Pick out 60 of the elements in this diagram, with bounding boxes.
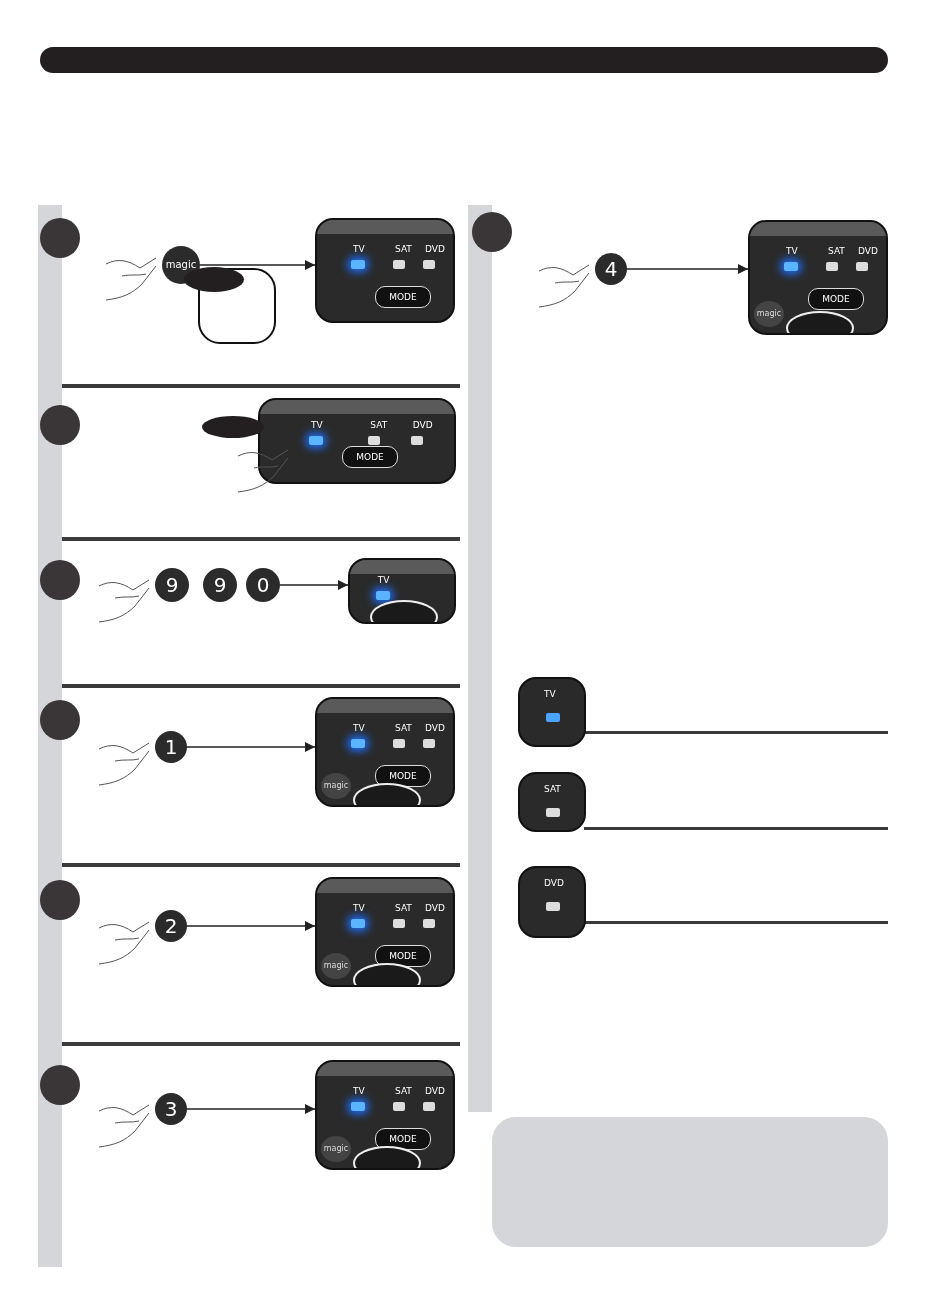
remote-button: 1 bbox=[155, 731, 187, 763]
mode-button: MODE bbox=[808, 288, 864, 310]
arrow bbox=[186, 1103, 316, 1115]
mode-label: SAT bbox=[395, 1086, 412, 1096]
mode-label: TV bbox=[544, 689, 556, 699]
mode-button: MODE bbox=[342, 446, 398, 468]
mode-button: MODE bbox=[375, 945, 431, 967]
mode-label: SAT bbox=[395, 244, 412, 254]
side-bar bbox=[468, 205, 492, 1112]
mode-label: TV bbox=[353, 244, 365, 254]
step-number-circle bbox=[40, 700, 80, 740]
remote-button: 3 bbox=[155, 1093, 187, 1125]
remote-button: 9 bbox=[203, 568, 237, 602]
remote-button: magic bbox=[321, 953, 351, 979]
remote-panel-picture bbox=[258, 398, 456, 484]
remote-panel-picture bbox=[315, 218, 455, 323]
remote-button: magic bbox=[754, 301, 784, 327]
remote-panel-picture bbox=[315, 697, 455, 807]
mode-label: DVD bbox=[425, 244, 445, 254]
mode-label: DVD bbox=[425, 903, 445, 913]
arrow bbox=[186, 920, 316, 932]
remote-button: magic bbox=[321, 1136, 351, 1162]
arrow bbox=[279, 579, 349, 591]
remote-button: magic bbox=[321, 773, 351, 799]
mode-label: DVD bbox=[412, 419, 433, 430]
step-number-circle bbox=[472, 212, 512, 252]
mode-label: TV bbox=[353, 1086, 365, 1096]
mode-label: SAT bbox=[828, 246, 845, 256]
mode-button: MODE bbox=[375, 1128, 431, 1150]
remote-panel-picture bbox=[315, 877, 455, 987]
remote-panel-picture bbox=[315, 1060, 455, 1170]
mode-label: DVD bbox=[425, 723, 445, 733]
mode-label: TV bbox=[353, 723, 365, 733]
remote-button: 4 bbox=[595, 253, 627, 285]
arrow bbox=[186, 741, 316, 753]
mode-label: DVD bbox=[544, 878, 564, 888]
mode-label: TV bbox=[377, 575, 390, 586]
mode-label: TV bbox=[353, 903, 365, 913]
mode-label: SAT bbox=[544, 784, 561, 794]
arrow bbox=[199, 259, 316, 271]
step-number-circle bbox=[40, 218, 80, 258]
step-number-circle bbox=[40, 405, 80, 445]
remote-panel-picture bbox=[748, 220, 888, 335]
mode-button: MODE bbox=[375, 765, 431, 787]
step-number-circle bbox=[40, 1065, 80, 1105]
remote-button: 2 bbox=[155, 910, 187, 942]
mode-label: SAT bbox=[370, 419, 388, 430]
arrow bbox=[626, 263, 749, 275]
mode-label: TV bbox=[310, 419, 323, 430]
remote-button: 0 bbox=[246, 568, 280, 602]
step-number-circle bbox=[40, 560, 80, 600]
mode-label: DVD bbox=[858, 246, 878, 256]
mode-label: DVD bbox=[425, 1086, 445, 1096]
remote-button: 9 bbox=[155, 568, 189, 602]
mode-label: SAT bbox=[395, 903, 412, 913]
mode-button: MODE bbox=[375, 286, 431, 308]
mode-label: SAT bbox=[395, 723, 412, 733]
remote-panel-picture bbox=[348, 558, 456, 624]
step-number-circle bbox=[40, 880, 80, 920]
mode-label: TV bbox=[786, 246, 798, 256]
